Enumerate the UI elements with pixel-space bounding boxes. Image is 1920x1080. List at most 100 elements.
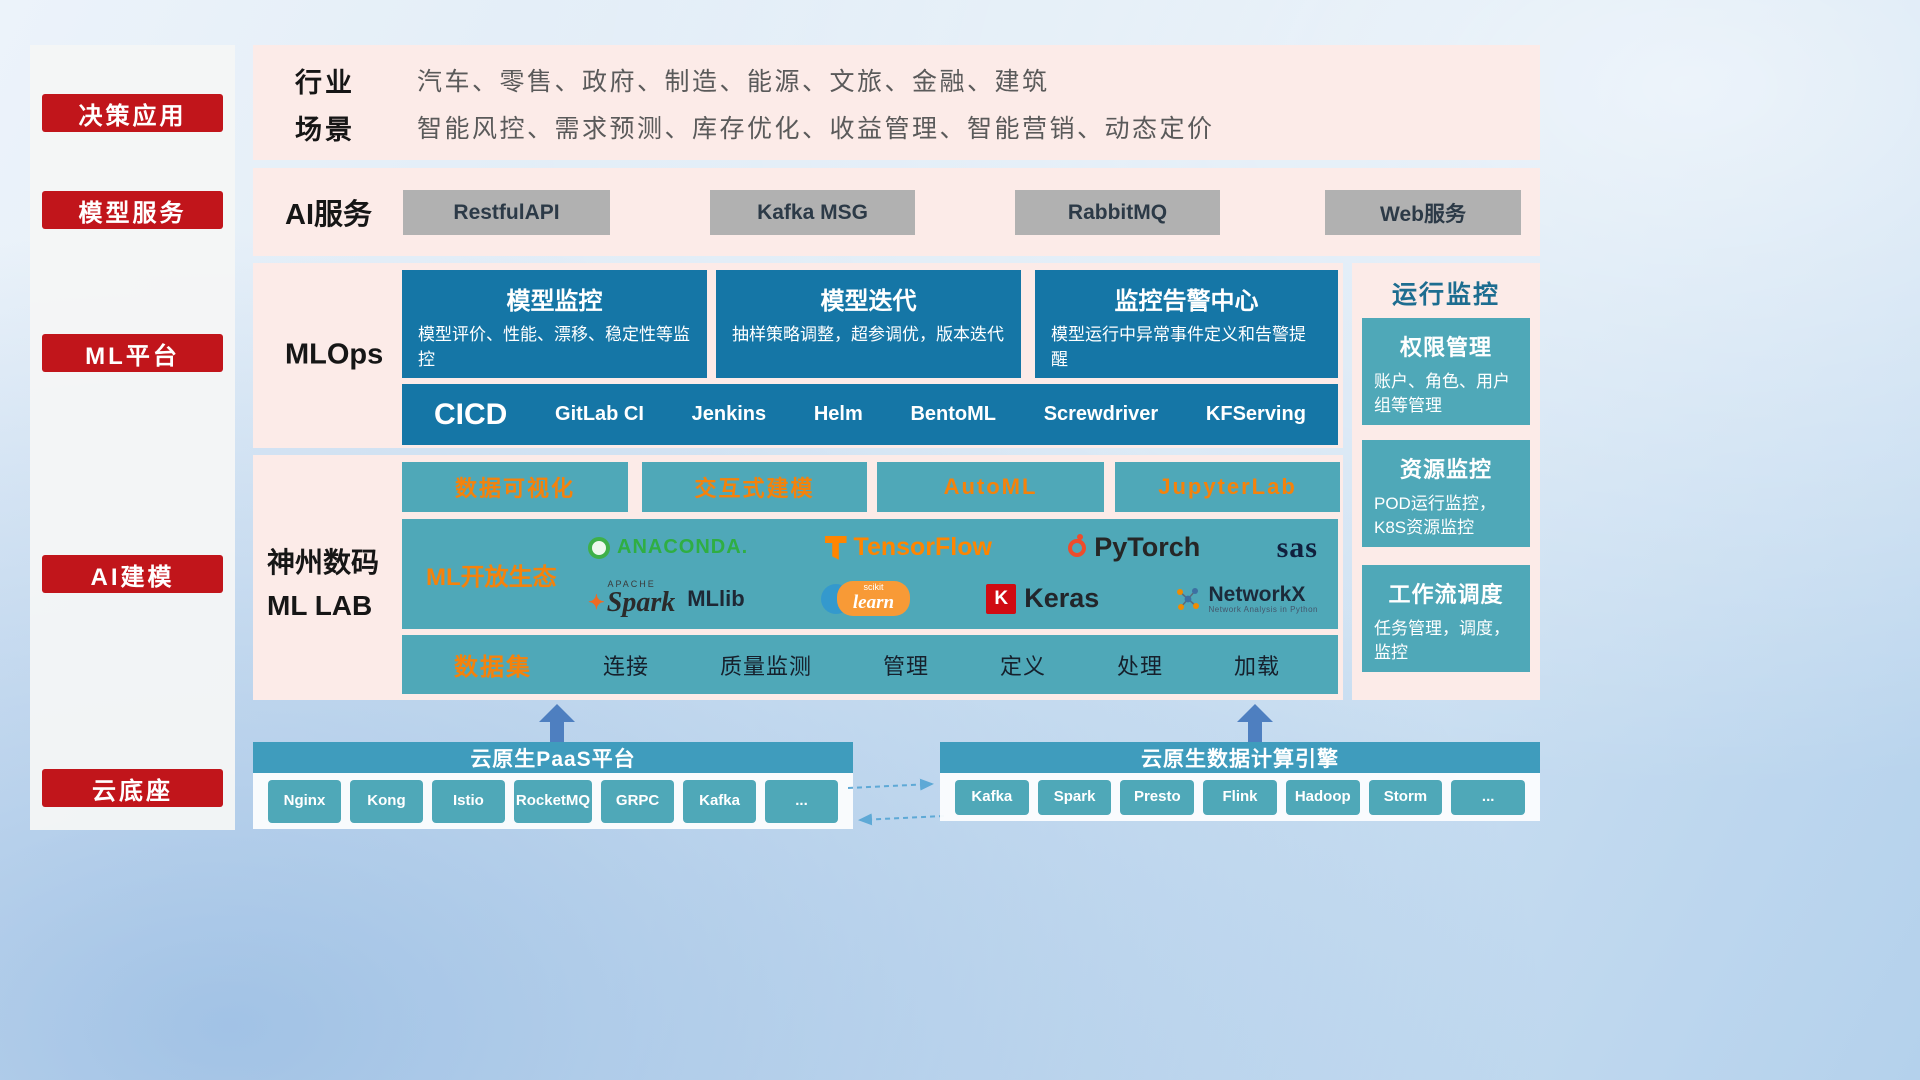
cicd-bar: CICD GitLab CI Jenkins Helm BentoML Scre…: [402, 384, 1338, 445]
mllab-label-line1: 神州数码: [267, 547, 380, 578]
dashed-arrow-right: [848, 778, 934, 791]
dataset-item-define: 定义: [999, 653, 1046, 679]
apache-text: APACHE: [607, 579, 656, 590]
tech-chip-grpc: GRPC: [601, 779, 675, 823]
logo-row-2: APACHE ✦ Spark MLlib scikit learn: [578, 580, 1328, 617]
tech-chip-more: ...: [765, 779, 838, 823]
mllib-text: MLlib: [687, 585, 745, 611]
ai-service-label: AI服务: [285, 199, 373, 231]
cicd-item-kfserving: KFServing: [1205, 403, 1306, 425]
networkx-subtext: Network Analysis in Python: [1208, 604, 1318, 614]
tensorflow-text: TensorFlow: [853, 533, 992, 562]
scikit-text: scikit: [863, 582, 884, 593]
sas-text: sas: [1276, 530, 1318, 564]
tool-jupyterlab: JupyterLab: [1115, 462, 1340, 512]
dataset-item-quality: 质量监测: [719, 653, 812, 679]
service-kafka-msg: Kafka MSG: [710, 190, 915, 235]
pytorch-icon: [1068, 533, 1087, 557]
dataset-item-process: 处理: [1116, 653, 1163, 679]
sidebar-item-decision-apps: 决策应用: [42, 94, 223, 132]
anaconda-text: ANACONDA.: [617, 536, 749, 559]
dashed-exchange-arrows: [848, 778, 944, 826]
tech-chip-spark: Spark: [1037, 779, 1112, 815]
tech-chip-presto: Presto: [1120, 779, 1195, 815]
mlops-label: MLOps: [285, 338, 384, 371]
card-title: 工作流调度: [1388, 582, 1504, 607]
cicd-item-screwdriver: Screwdriver: [1043, 403, 1159, 425]
sidebar-item-model-service: 模型服务: [42, 191, 223, 229]
card-desc: POD运行监控，K8S资源监控: [1374, 494, 1496, 537]
ml-ecosystem-label: ML开放生态: [426, 563, 557, 591]
tensorflow-icon: [824, 535, 847, 560]
keras-text: Keras: [1024, 583, 1100, 614]
ecosystem-logos: ANACONDA. TensorFlow PyTorch sas: [578, 523, 1328, 625]
cicd-label: CICD: [434, 397, 508, 431]
tech-chip-kafka2: Kafka: [955, 779, 1029, 815]
mllab-label-line2: ML LAB: [267, 590, 373, 622]
cicd-item-jenkins: Jenkins: [691, 403, 767, 425]
sidebar-item-cloud-base: 云底座: [42, 769, 223, 807]
learn-text: learn: [852, 591, 895, 613]
card-desc: 账户、角色、用户组等管理: [1374, 372, 1510, 415]
tech-chip-rocketmq: RocketMQ: [513, 779, 593, 823]
keras-logo: K Keras: [986, 583, 1099, 614]
model-iteration-card: 模型迭代 抽样策略调整，超参调优，版本迭代: [716, 270, 1021, 378]
sas-logo: sas: [1277, 531, 1318, 565]
pytorch-text: PyTorch: [1094, 532, 1201, 563]
mllab-label: 神州数码 ML LAB: [267, 541, 401, 628]
card-desc: 任务管理，调度，监控: [1374, 619, 1510, 662]
industry-row: 行业 汽车、零售、政府、制造、能源、文旅、金融、建筑: [295, 62, 1520, 98]
left-category-rail: 决策应用 模型服务 ML平台 AI建模 云底座: [30, 45, 235, 830]
logo-row-1: ANACONDA. TensorFlow PyTorch sas: [578, 531, 1328, 565]
service-restfulapi: RestfulAPI: [403, 190, 610, 235]
paas-chip-strip: Nginx Kong Istio RocketMQ GRPC Kafka ...: [253, 773, 853, 829]
sidebar-item-ml-platform: ML平台: [42, 334, 223, 372]
card-desc: 模型评价、性能、漂移、稳定性等监控: [418, 325, 690, 369]
dataset-label: 数据集: [454, 654, 532, 681]
ml-ecosystem-box: ML开放生态 ANACONDA. TensorFlow PyTorch: [402, 519, 1338, 629]
cicd-item-bentoml: BentoML: [910, 403, 996, 425]
service-web: Web服务: [1325, 190, 1521, 235]
card-title: 权限管理: [1399, 335, 1492, 360]
engine-chip-strip: Kafka Spark Presto Flink Hadoop Storm ..…: [940, 773, 1540, 821]
tech-chip-kafka: Kafka: [683, 779, 757, 823]
workflow-card: 工作流调度 任务管理，调度，监控: [1362, 565, 1530, 672]
card-desc: 抽样策略调整，超参调优，版本迭代: [732, 325, 1004, 344]
card-desc: 模型运行中异常事件定义和告警提醒: [1051, 325, 1306, 369]
scikit-pill: scikit learn: [836, 581, 911, 617]
anaconda-logo: ANACONDA.: [588, 536, 748, 559]
industry-list: 汽车、零售、政府、制造、能源、文旅、金融、建筑: [417, 68, 1050, 96]
tool-automl: AutoML: [877, 462, 1104, 512]
tech-chip-storm: Storm: [1368, 779, 1443, 815]
networkx-text: NetworkX: [1208, 582, 1306, 606]
dataset-item-load: 加载: [1233, 653, 1280, 679]
mllab-panel: 神州数码 ML LAB 数据可视化 交互式建模 AutoML JupyterLa…: [253, 455, 1343, 700]
scene-row: 场景 智能风控、需求预测、库存优化、收益管理、智能营销、动态定价: [295, 109, 1520, 145]
industry-label: 行业: [295, 67, 355, 98]
tech-chip-nginx: Nginx: [268, 779, 341, 823]
permission-card: 权限管理 账户、角色、用户组等管理: [1362, 318, 1530, 425]
scene-label: 场景: [295, 114, 355, 145]
dataset-item-connect: 连接: [602, 653, 649, 679]
spark-text: Spark: [606, 587, 676, 619]
dataset-item-manage: 管理: [882, 653, 929, 679]
keras-k-icon: K: [986, 583, 1017, 614]
spark-logo: APACHE ✦ Spark: [588, 580, 675, 617]
paas-header: 云原生PaaS平台: [253, 742, 853, 773]
tech-chip-more2: ...: [1451, 779, 1526, 815]
runtime-monitor-panel: 运行监控 权限管理 账户、角色、用户组等管理 资源监控 POD运行监控，K8S资…: [1352, 263, 1540, 700]
pytorch-logo: PyTorch: [1068, 532, 1200, 563]
tech-chip-flink: Flink: [1203, 779, 1277, 815]
card-title: 模型监控: [506, 288, 603, 315]
networkx-icon: [1175, 586, 1201, 612]
dashed-arrow-left: [858, 813, 944, 826]
data-engine-header: 云原生数据计算引擎: [940, 742, 1540, 773]
resource-monitor-card: 资源监控 POD运行监控，K8S资源监控: [1362, 440, 1530, 547]
ai-service-panel: AI服务 RestfulAPI Kafka MSG RabbitMQ Web服务: [253, 168, 1540, 256]
card-title: 监控告警中心: [1114, 288, 1259, 315]
alert-center-card: 监控告警中心 模型运行中异常事件定义和告警提醒: [1035, 270, 1338, 378]
sidebar-item-ai-modeling: AI建模: [42, 555, 223, 593]
cicd-item-gitlab: GitLab CI: [555, 403, 644, 425]
tool-interactive-modeling: 交互式建模: [642, 462, 867, 512]
